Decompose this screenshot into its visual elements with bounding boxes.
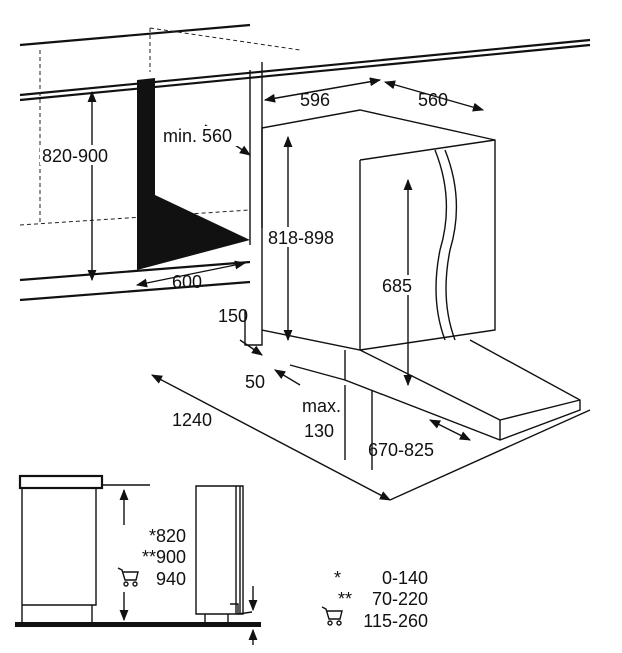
dim-min-560: min. 560 (163, 126, 232, 146)
plinth-range-2: 70-220 (372, 589, 428, 609)
cart-icon (321, 606, 343, 626)
side-height-820: *820 (149, 526, 186, 546)
side-height-940: 940 (156, 569, 186, 589)
dim-820-900: 820-900 (42, 146, 108, 166)
plinth-marker-1: * (334, 568, 341, 588)
plinth-marker-2: ** (338, 589, 352, 609)
cart-icon (117, 567, 139, 587)
dim-max-label: max. (302, 396, 341, 416)
dim-596: 596 (300, 90, 330, 110)
plinth-range-1: 0-140 (382, 568, 428, 588)
dim-150: 150 (218, 306, 248, 326)
side-height-900: **900 (142, 547, 186, 567)
niche-opening (137, 78, 250, 270)
dim-560: 560 (418, 90, 448, 110)
dim-818-898: 818-898 (268, 228, 334, 248)
plinth-range-3: 115-260 (363, 611, 428, 631)
dim-685: 685 (382, 276, 412, 296)
dim-50: 50 (245, 372, 265, 392)
dim-1240: 1240 (172, 410, 212, 430)
side-view-cabinet (15, 474, 261, 645)
dim-600: 600 (172, 272, 202, 292)
dim-130: 130 (304, 421, 334, 441)
dim-670-825: 670-825 (368, 440, 434, 460)
dimension-lines (87, 77, 591, 501)
